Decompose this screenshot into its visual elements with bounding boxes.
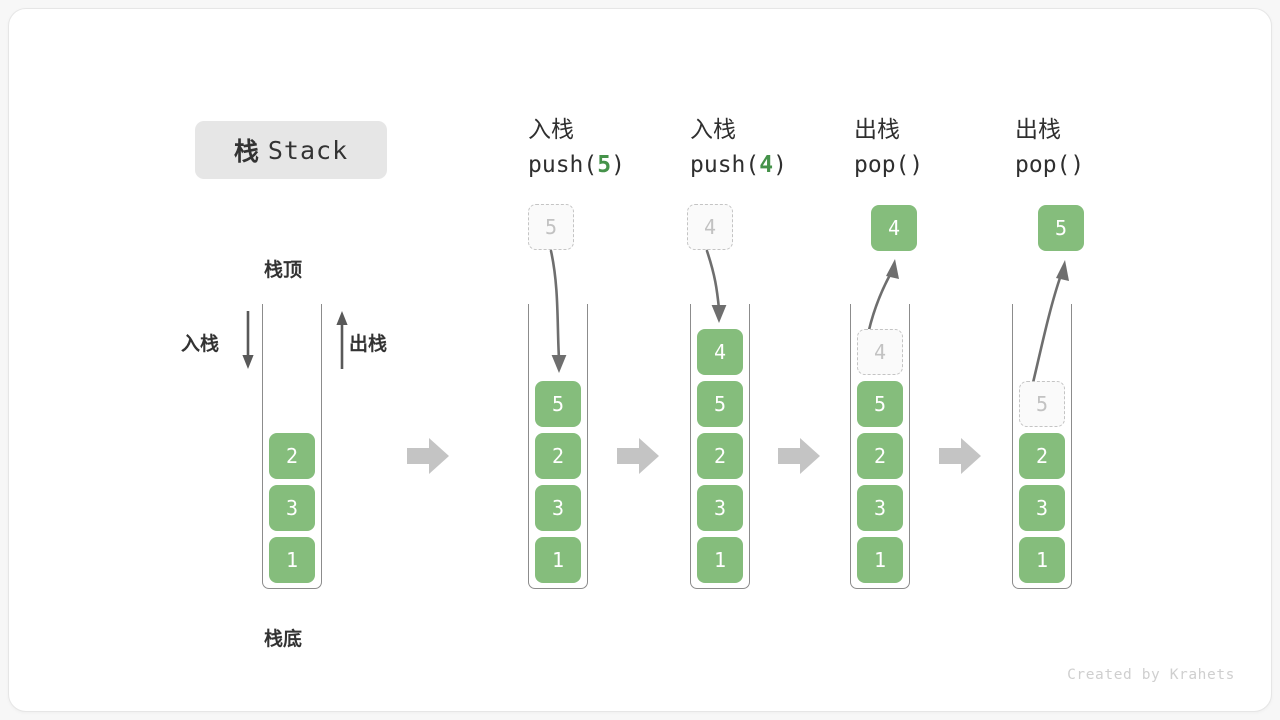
flow-arrow-icon xyxy=(778,438,820,474)
title-cn: 栈 xyxy=(233,137,260,166)
flow-arrow-icon xyxy=(407,438,449,474)
code-prefix: push( xyxy=(690,152,760,179)
flow-arrow-icon xyxy=(617,438,659,474)
stack-cell: 2 xyxy=(697,433,743,479)
column-header-pop-1: 出栈 pop() xyxy=(854,115,1054,181)
stack-top-label: 栈顶 xyxy=(264,259,303,281)
stack-cell: 4 xyxy=(697,329,743,375)
column-header-cn: 入栈 xyxy=(690,117,736,143)
stack-cell: 1 xyxy=(697,537,743,583)
stack-cell: 1 xyxy=(1019,537,1065,583)
pop-label: 出栈 xyxy=(349,333,388,355)
column-header-code: pop() xyxy=(1015,150,1215,181)
floating-cell-ghost: 4 xyxy=(687,204,733,250)
column-header-code: pop() xyxy=(854,150,1054,181)
credit-text: Created by Krahets xyxy=(1067,667,1235,683)
stack-container-push-5 xyxy=(528,304,588,589)
column-header-code: push(4) xyxy=(690,150,890,181)
stack-cell: 5 xyxy=(535,381,581,427)
stack-container-pop-1 xyxy=(850,304,910,589)
stack-container-push-4 xyxy=(690,304,750,589)
column-header-cn: 出栈 xyxy=(1015,117,1061,143)
stack-container-initial xyxy=(262,304,322,589)
column-header-code: push(5) xyxy=(528,150,728,181)
column-header-pop-2: 出栈 pop() xyxy=(1015,115,1215,181)
stack-cell: 3 xyxy=(1019,485,1065,531)
stack-bottom-label: 栈底 xyxy=(264,628,303,650)
stack-cell: 5 xyxy=(857,381,903,427)
column-header-cn: 入栈 xyxy=(528,117,574,143)
stack-cell: 2 xyxy=(269,433,315,479)
column-header-push-5: 入栈 push(5) xyxy=(528,115,728,181)
push-label: 入栈 xyxy=(181,333,220,355)
title-en: Stack xyxy=(267,135,349,165)
stack-container-pop-2 xyxy=(1012,304,1072,589)
stack-cell: 3 xyxy=(857,485,903,531)
stack-cell: 3 xyxy=(535,485,581,531)
floating-cell-popped: 4 xyxy=(871,205,917,251)
code-suffix: ) xyxy=(1070,152,1085,179)
pop-motion-arrow-icon xyxy=(1029,260,1069,393)
code-prefix: push( xyxy=(528,152,598,179)
push-motion-arrow-icon xyxy=(705,249,727,323)
stack-cell: 2 xyxy=(1019,433,1065,479)
stack-cell: 1 xyxy=(857,537,903,583)
code-prefix: pop( xyxy=(854,152,910,179)
stack-cell-ghost: 5 xyxy=(1019,381,1065,427)
code-prefix: pop( xyxy=(1015,152,1071,179)
code-suffix: ) xyxy=(611,152,625,179)
floating-cell-ghost: 5 xyxy=(528,204,574,250)
column-header-cn: 出栈 xyxy=(854,117,900,143)
push-down-arrow-icon xyxy=(242,311,254,369)
code-arg: 5 xyxy=(597,152,612,179)
stack-cell: 3 xyxy=(269,485,315,531)
stack-cell-ghost: 4 xyxy=(857,329,903,375)
stack-cell: 1 xyxy=(535,537,581,583)
code-suffix: ) xyxy=(909,152,924,179)
code-suffix: ) xyxy=(773,152,787,179)
stack-cell: 2 xyxy=(857,433,903,479)
stack-cell: 5 xyxy=(697,381,743,427)
stack-cell: 3 xyxy=(697,485,743,531)
floating-cell-popped: 5 xyxy=(1038,205,1084,251)
code-arg: 4 xyxy=(759,152,774,179)
stack-cell: 2 xyxy=(535,433,581,479)
column-header-push-4: 入栈 push(4) xyxy=(690,115,890,181)
push-motion-arrow-icon xyxy=(549,249,567,373)
flow-arrow-icon xyxy=(939,438,981,474)
stack-cell: 1 xyxy=(269,537,315,583)
pop-up-arrow-icon xyxy=(336,311,348,369)
